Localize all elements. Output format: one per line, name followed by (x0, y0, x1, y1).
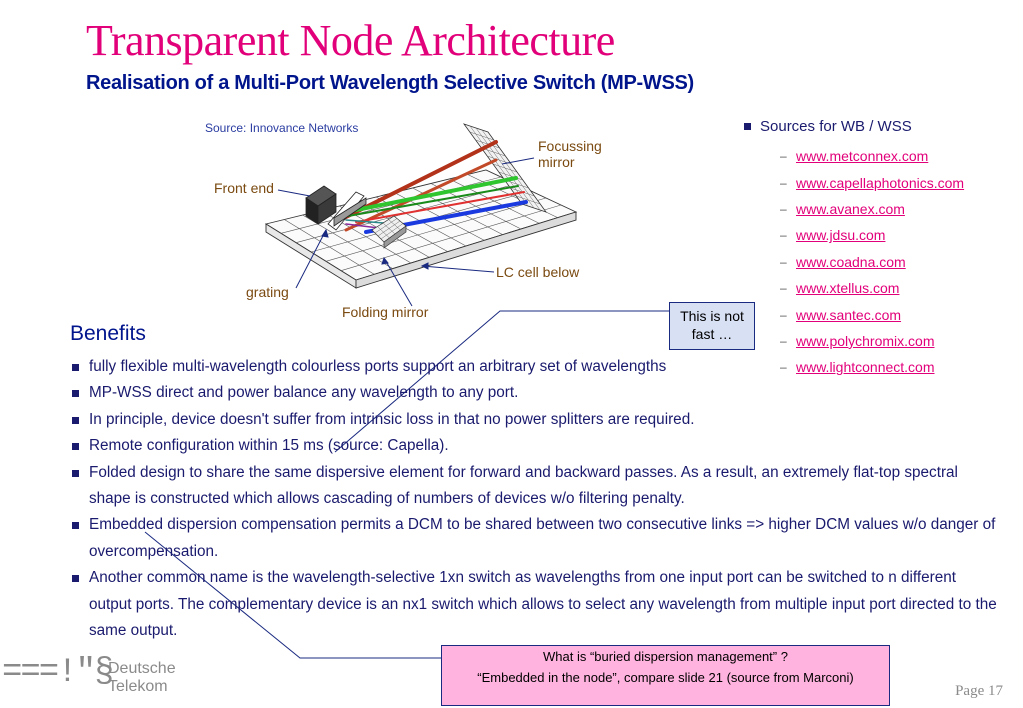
logo-wordmark: Deutsche Telekom (108, 660, 176, 695)
front-end-block (305, 185, 337, 225)
source-link-capellaphotonics[interactable]: www.capellaphotonics.com (796, 174, 965, 191)
dash-bullet-icon: – (780, 254, 787, 269)
note-callout-box: This is not fast … (669, 302, 755, 350)
list-item: –www.santec.com (744, 301, 1014, 327)
dash-bullet-icon: – (780, 307, 787, 322)
square-bullet-icon (744, 123, 751, 130)
benefits-list: fully flexible multi-wavelength colourle… (72, 354, 1002, 644)
callout-line2: fast … (691, 325, 733, 342)
label-focussing-mirror: Focussing mirror (538, 138, 602, 170)
label-folding-mirror: Folding mirror (342, 304, 429, 320)
deutsche-telekom-logo: ===!"§ Deutsche Telekom (0, 656, 200, 704)
sources-heading: Sources for WB / WSS (744, 118, 1014, 135)
dash-bullet-icon: – (780, 281, 787, 296)
list-item: Another common name is the wavelength-se… (72, 565, 1002, 644)
lc-cell-block (371, 215, 407, 249)
list-item: –www.lightconnect.com (744, 354, 1014, 380)
list-item: –www.jdsu.com (744, 222, 1014, 248)
dash-bullet-icon: – (780, 360, 787, 375)
label-focussing-line1: Focussing (538, 138, 602, 154)
label-focussing-line2: mirror (538, 154, 575, 171)
dash-bullet-icon: – (780, 333, 787, 348)
source-link-metconnex[interactable]: www.metconnex.com (796, 148, 929, 165)
source-link-coadna[interactable]: www.coadna.com (796, 253, 906, 270)
question-text: What is “buried dispersion management” ? (543, 649, 788, 664)
dash-bullet-icon: – (780, 149, 787, 164)
list-item: –www.coadna.com (744, 249, 1014, 275)
list-item: Remote configuration within 15 ms (sourc… (72, 433, 1002, 459)
logo-line2: Telekom (108, 677, 168, 695)
mp-wss-diagram (264, 123, 578, 307)
dash-bullet-icon: – (780, 175, 787, 190)
list-item: –www.avanex.com (744, 196, 1014, 222)
question-callout-box: What is “buried dispersion management” ?… (441, 645, 890, 706)
sources-link-list: –www.metconnex.com –www.capellaphotonics… (744, 143, 1014, 381)
list-item: –www.metconnex.com (744, 143, 1014, 169)
logo-line1: Deutsche (108, 660, 176, 677)
list-item: MP-WSS direct and power balance any wave… (72, 380, 1002, 406)
list-item: In principle, device doesn't suffer from… (72, 407, 1002, 433)
slide-title: Transparent Node Architecture (86, 16, 615, 65)
page-number: Page 17 (955, 683, 1003, 700)
source-link-polychromix[interactable]: www.polychromix.com (796, 332, 935, 349)
list-item: fully flexible multi-wavelength colourle… (72, 354, 1002, 380)
list-item: Folded design to share the same dispersi… (72, 460, 1002, 513)
sources-heading-text: Sources for WB / WSS (760, 118, 912, 135)
label-pointers (277, 157, 535, 307)
grating-element (327, 191, 367, 231)
callout-line1: This is not (680, 308, 744, 324)
answer-text: “Embedded in the node”, compare slide 21… (477, 669, 854, 685)
label-lc-cell: LC cell below (496, 264, 580, 280)
page-label: Page (955, 683, 985, 699)
page-number-value: 17 (988, 683, 1003, 699)
sources-panel: Sources for WB / WSS –www.metconnex.com … (744, 118, 1014, 381)
label-front-end: Front end (214, 180, 274, 196)
dash-bullet-icon: – (780, 201, 787, 216)
source-link-xtellus[interactable]: www.xtellus.com (796, 280, 900, 297)
source-link-santec[interactable]: www.santec.com (796, 306, 902, 323)
benefits-heading: Benefits (70, 322, 146, 345)
source-link-lightconnect[interactable]: www.lightconnect.com (796, 359, 935, 376)
list-item: Embedded dispersion compensation permits… (72, 512, 1002, 565)
source-link-avanex[interactable]: www.avanex.com (796, 200, 905, 217)
logo-marks: ===!"§ (2, 654, 114, 692)
dash-bullet-icon: – (780, 228, 787, 243)
label-grating: grating (246, 284, 289, 300)
list-item: –www.capellaphotonics.com (744, 169, 1014, 195)
source-link-jdsu[interactable]: www.jdsu.com (796, 227, 886, 244)
slide-subtitle: Realisation of a Multi-Port Wavelength S… (86, 72, 694, 94)
list-item: –www.xtellus.com (744, 275, 1014, 301)
diagram-source-note: Source: Innovance Networks (205, 121, 359, 135)
list-item: –www.polychromix.com (744, 328, 1014, 354)
